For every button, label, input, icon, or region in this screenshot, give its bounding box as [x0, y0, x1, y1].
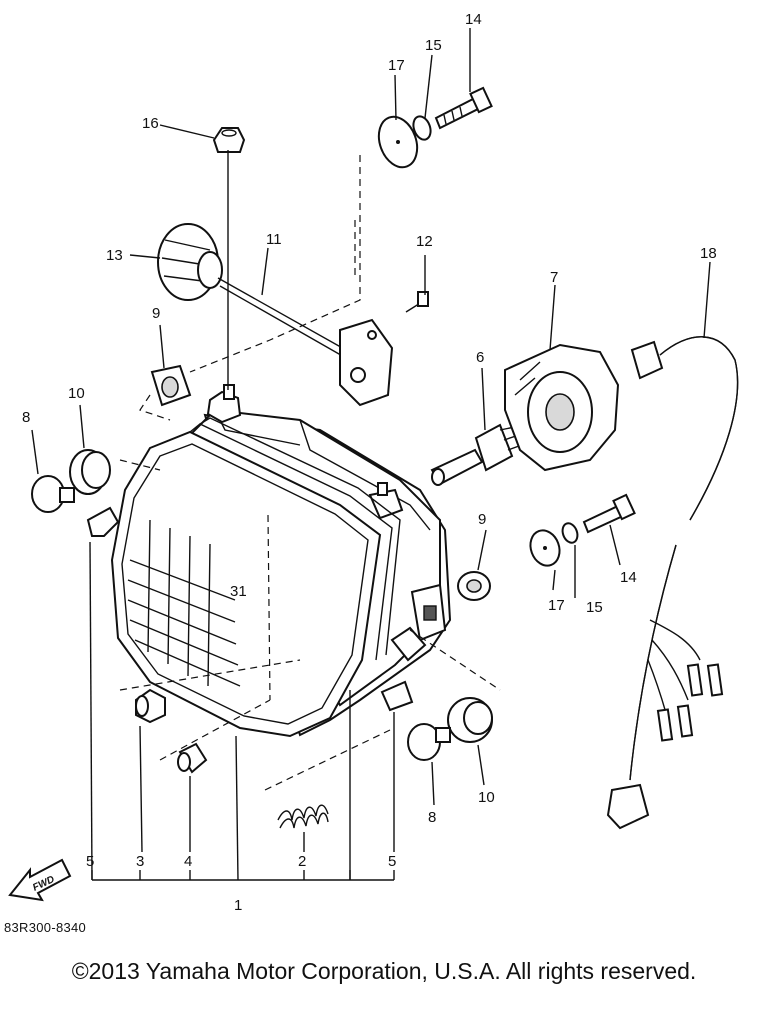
callout-8-left: 8: [22, 409, 30, 426]
callout-13: 13: [106, 247, 123, 264]
callout-3: 3: [136, 853, 144, 870]
callout-12: 12: [416, 233, 433, 250]
callout-17-top: 17: [388, 57, 405, 74]
callout-5-left: 5: [86, 853, 94, 870]
bolt-14-top: [434, 86, 493, 130]
knob-8-left: [31, 475, 75, 513]
wire-harness-18: [606, 336, 739, 830]
grommet-9-left: [150, 364, 192, 407]
grommet-9-right: [457, 571, 491, 601]
knob-8-right: [407, 723, 451, 761]
callout-15-right: 15: [586, 599, 603, 616]
socket-3: [135, 688, 166, 724]
adjusting-screw-11: [217, 277, 347, 359]
callout-10-right: 10: [478, 789, 495, 806]
spring-2: [277, 804, 329, 829]
drawing-code: 83R300-8340: [4, 920, 87, 935]
callout-numbers: 14 15 17 16 11 12 13 18 7 9 6 10 8 9 31 …: [22, 11, 717, 914]
callout-15-top: 15: [425, 37, 442, 54]
nut-15-right: [561, 522, 579, 544]
bulb-6: [430, 423, 531, 486]
callout-8-right: 8: [428, 809, 436, 826]
copyright-notice: ©2013 Yamaha Motor Corporation, U.S.A. A…: [71, 958, 697, 984]
cap-10-right: [447, 697, 493, 743]
callout-31: 31: [230, 583, 247, 600]
callout-9-left: 9: [152, 305, 160, 322]
callout-11: 11: [266, 231, 282, 248]
screw-bracket: [339, 318, 394, 407]
callout-14-right: 14: [620, 569, 637, 586]
callout-4: 4: [184, 853, 192, 870]
callout-6: 6: [476, 349, 484, 366]
callout-5-right: 5: [388, 853, 396, 870]
nut-16: [212, 127, 246, 153]
headlight-unit: [86, 384, 452, 738]
cap-10-left: [69, 449, 111, 495]
callout-7: 7: [550, 269, 558, 286]
callout-14-top: 14: [465, 11, 482, 28]
callout-1: 1: [234, 897, 242, 914]
leader-lines: [31, 28, 711, 881]
callout-2: 2: [298, 853, 306, 870]
callout-17-right: 17: [548, 597, 565, 614]
callout-10-left: 10: [68, 385, 85, 402]
bulb-4: [177, 742, 208, 774]
adjuster-knob-13: [157, 223, 223, 301]
nut-15-top: [412, 115, 432, 141]
callout-9-right: 9: [478, 511, 486, 528]
lens-grid: [127, 519, 241, 687]
bolt-14-right: [582, 493, 636, 534]
bulb-cover-7: [504, 343, 620, 472]
washer-17-right: [529, 529, 561, 567]
parts-diagram-svg: FWD 14 15 17 16 11 12 13 18 7 9 6 10 8 9…: [8, 11, 739, 914]
callout-16: 16: [142, 115, 159, 132]
fwd-arrow: FWD: [8, 858, 72, 902]
washer-17-top: [377, 115, 419, 169]
screw-12: [405, 291, 429, 313]
callout-18: 18: [700, 245, 717, 262]
